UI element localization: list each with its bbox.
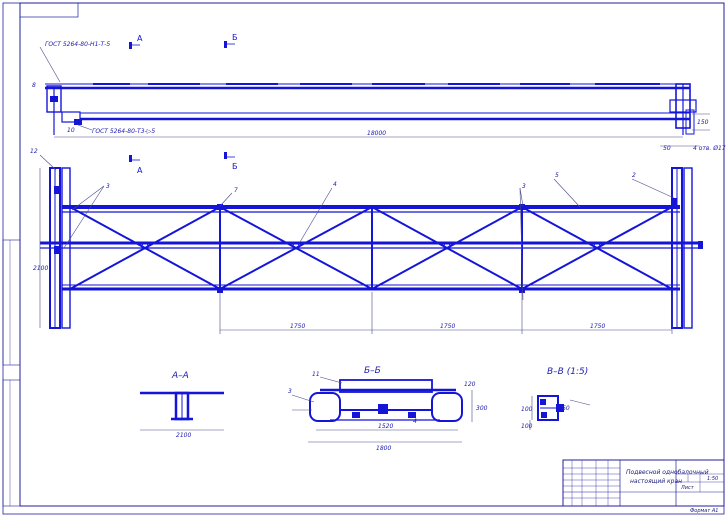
title-block: Подвесной однобалочный настоящий кран 1:…: [562, 459, 725, 514]
title-block-format: Формат А1: [690, 508, 718, 514]
section-aa-dim: 2100: [176, 432, 191, 439]
dim-bay-1: 1750: [290, 323, 305, 330]
section-vv-dim-1: 100: [521, 406, 533, 413]
dim-span-top: 18000: [367, 130, 386, 137]
section-vv-title: В–В (1:5): [547, 367, 588, 377]
callout-3b: 3: [522, 183, 526, 190]
dim-right-3: 4 отв. Ø17: [693, 145, 726, 152]
callout-section-bb-4: 4: [413, 418, 417, 425]
callout-11: 11: [312, 371, 320, 378]
callout-12: 12: [30, 148, 38, 155]
section-vv: В–В (1:5) 100 100 60: [521, 367, 591, 430]
section-bb-title: Б–Б: [364, 366, 381, 376]
callout-8: 8: [32, 82, 36, 89]
section-bb-dim-3: 300: [476, 405, 488, 412]
title-block-name-line1: Подвесной однобалочный: [626, 469, 709, 476]
callout-3a: 3: [106, 183, 110, 190]
section-aa: А–А 2100: [140, 371, 224, 439]
section-a-marker-top: А: [137, 34, 143, 43]
callout-7: 7: [234, 187, 238, 194]
title-block-scale: 1:50: [707, 476, 718, 482]
title-block-name-line2: настоящий кран: [630, 478, 682, 485]
section-bb-dim-2: 1800: [376, 445, 391, 452]
callout-5: 5: [555, 172, 559, 179]
section-b-marker-bottom: Б: [232, 162, 238, 171]
section-vv-dim-3: 60: [562, 405, 570, 412]
dim-right-1: 50: [663, 145, 671, 152]
section-markers-top: А Б А Б: [129, 33, 238, 175]
gost-top-note: ГОСТ 5264-80-Н1-Т-5: [45, 41, 110, 48]
dim-bay-2: 1750: [440, 323, 455, 330]
section-bb-dim-4: 120: [464, 381, 476, 388]
dim-height-left: 2100: [33, 265, 48, 272]
callout-2: 2: [632, 172, 636, 179]
side-stamp-top: [2, 239, 21, 366]
section-vv-dim-2: 100: [521, 423, 533, 430]
top-view: 18000 ГОСТ 5264-80-Н1-Т-5 ГОСТ 5264-80-Т…: [32, 41, 726, 152]
callout-section-bb-1: 3: [288, 388, 292, 395]
section-aa-title: А–А: [171, 371, 189, 381]
dim-bay-3: 1750: [590, 323, 605, 330]
main-truss-view: 2100 1750 1750 1750 12 3 7 4 3 5 2: [30, 148, 703, 334]
title-block-sheet: Лист: [680, 485, 695, 491]
section-b-marker-top: Б: [232, 33, 238, 42]
callout-10: 10: [67, 127, 75, 134]
gost-bottom-note: ГОСТ 5264-80-Т3-▷5: [92, 128, 155, 135]
section-bb-dim-1: 1520: [378, 423, 393, 430]
side-stamp-bottom: [2, 379, 21, 507]
callout-4: 4: [333, 181, 337, 188]
section-bb: Б–Б 1520 1800 300 120 11 3 4: [288, 366, 488, 452]
dim-right-2: 150: [697, 119, 709, 126]
section-a-marker-bottom: А: [137, 166, 143, 175]
corner-stamp: [19, 2, 79, 18]
